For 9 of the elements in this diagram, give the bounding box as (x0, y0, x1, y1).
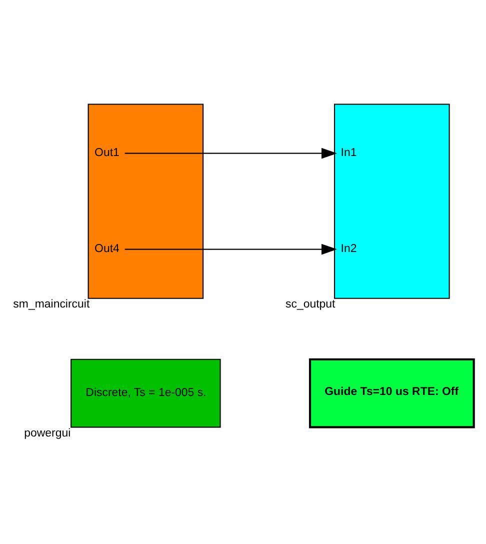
node-label: sc_output (284, 298, 335, 311)
node-box: In1 In2 (334, 104, 450, 299)
node-label: sm_maincircuit (12, 298, 90, 311)
node-label: powergui (24, 427, 70, 440)
node-box: Guide Ts=10 us RTE: Off (308, 358, 474, 428)
node-box: Out1 Out4 (87, 104, 204, 299)
arrow (124, 244, 337, 255)
node-box: Discrete, Ts = 1e-005 s. (70, 358, 220, 428)
arrow (124, 148, 337, 159)
